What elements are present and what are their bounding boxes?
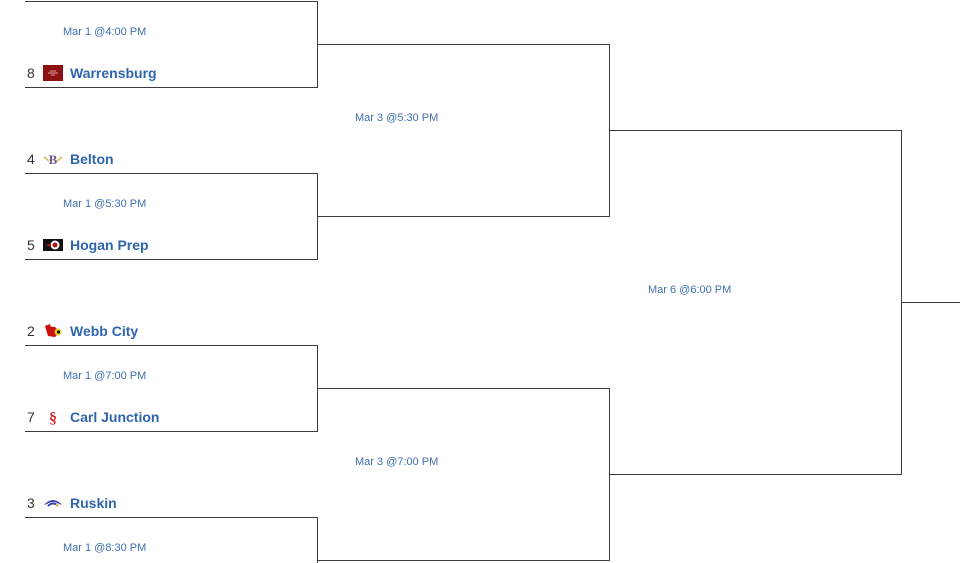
bracket-line bbox=[609, 130, 902, 131]
belton-logo-icon: B bbox=[43, 151, 63, 167]
team-link-ruskin[interactable]: Ruskin bbox=[70, 495, 117, 511]
bracket-line bbox=[25, 1, 318, 2]
bracket-line bbox=[317, 560, 610, 561]
game-time: Mar 1 @4:00 PM bbox=[63, 26, 147, 38]
bracket-line bbox=[25, 173, 318, 174]
team-entry: 2 Webb City bbox=[27, 320, 138, 342]
carl-junction-logo-icon: § bbox=[43, 409, 63, 425]
team-entry: 7 § Carl Junction bbox=[27, 406, 159, 428]
team-entry: 5 Hogan Prep bbox=[27, 234, 149, 256]
team-seed: 2 bbox=[27, 323, 35, 339]
hogan-prep-logo-icon bbox=[43, 237, 63, 253]
game-time: Mar 1 @8:30 PM bbox=[63, 542, 147, 554]
team-entry: 4 B Belton bbox=[27, 148, 114, 170]
team-seed: 8 bbox=[27, 65, 35, 81]
game-time: Mar 1 @7:00 PM bbox=[63, 370, 147, 382]
team-link-hogan-prep[interactable]: Hogan Prep bbox=[70, 237, 149, 253]
team-seed: 5 bbox=[27, 237, 35, 253]
svg-text:B: B bbox=[49, 152, 58, 167]
ruskin-logo-icon bbox=[43, 495, 63, 511]
bracket-line bbox=[25, 87, 318, 88]
svg-text:§: § bbox=[49, 410, 57, 425]
bracket-line bbox=[901, 302, 960, 303]
warrensburg-logo-icon bbox=[43, 65, 63, 81]
team-entry: 8 Warrensburg bbox=[27, 62, 157, 84]
team-seed: 3 bbox=[27, 495, 35, 511]
team-link-warrensburg[interactable]: Warrensburg bbox=[70, 65, 157, 81]
bracket-line bbox=[317, 216, 610, 217]
team-link-carl-junction[interactable]: Carl Junction bbox=[70, 409, 160, 425]
team-seed: 7 bbox=[27, 409, 35, 425]
game-time: Mar 3 @5:30 PM bbox=[355, 112, 439, 124]
game-time: Mar 6 @6:00 PM bbox=[648, 284, 732, 296]
bracket-line bbox=[25, 517, 318, 518]
game-time: Mar 1 @5:30 PM bbox=[63, 198, 147, 210]
bracket-line bbox=[25, 259, 318, 260]
bracket-line bbox=[609, 474, 902, 475]
bracket-line bbox=[317, 517, 318, 563]
team-seed: 4 bbox=[27, 151, 35, 167]
bracket-line bbox=[25, 431, 318, 432]
team-entry: 3 Ruskin bbox=[27, 492, 117, 514]
game-time: Mar 3 @7:00 PM bbox=[355, 456, 439, 468]
bracket-line bbox=[25, 345, 318, 346]
bracket-line bbox=[317, 44, 610, 45]
bracket-line bbox=[317, 388, 610, 389]
webb-city-logo-icon bbox=[43, 323, 63, 339]
team-link-webb-city[interactable]: Webb City bbox=[70, 323, 139, 339]
team-link-belton[interactable]: Belton bbox=[70, 151, 114, 167]
